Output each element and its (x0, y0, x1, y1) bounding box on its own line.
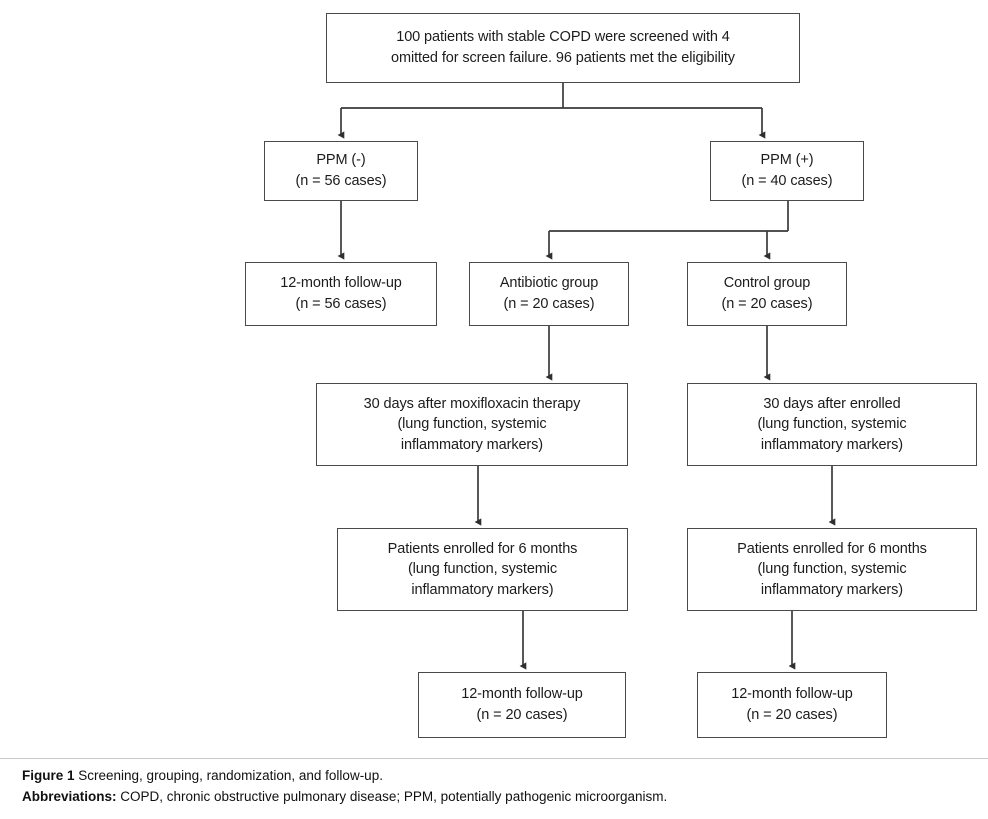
node-ppm-positive-label: PPM (+) (n = 40 cases) (741, 152, 833, 189)
node-antibiotic-30-days-label: 30 days after moxifloxacin therapy (lung… (363, 395, 581, 453)
node-control-12-months: 12-month follow-up (n = 20 cases) (697, 672, 887, 738)
figure-title-text: Screening, grouping, randomization, and … (78, 768, 383, 783)
node-screening-label: 100 patients with stable COPD were scree… (391, 29, 735, 66)
node-control-group-label: Control group (n = 20 cases) (721, 275, 813, 312)
figure-caption-title-line: Figure 1 Screening, grouping, randomizat… (22, 766, 962, 787)
figure-number-label: Figure 1 (22, 768, 79, 783)
node-ppm-negative: PPM (-) (n = 56 cases) (264, 141, 418, 201)
node-antibiotic-6-months-label: Patients enrolled for 6 months (lung fun… (387, 540, 578, 598)
node-antibiotic-group: Antibiotic group (n = 20 cases) (469, 262, 629, 326)
node-ppm-negative-followup: 12-month follow-up (n = 56 cases) (245, 262, 437, 326)
node-control-30-days-label: 30 days after enrolled (lung function, s… (757, 395, 907, 453)
node-antibiotic-12-months: 12-month follow-up (n = 20 cases) (418, 672, 626, 738)
node-control-6-months: Patients enrolled for 6 months (lung fun… (687, 528, 977, 611)
node-control-6-months-label: Patients enrolled for 6 months (lung fun… (737, 540, 927, 598)
figure-caption-abbrev-line: Abbreviations: COPD, chronic obstructive… (22, 787, 962, 808)
node-antibiotic-30-days: 30 days after moxifloxacin therapy (lung… (316, 383, 628, 466)
caption-divider (0, 758, 988, 759)
abbreviations-text: COPD, chronic obstructive pulmonary dise… (120, 788, 668, 804)
flowchart-connectors (337, 83, 836, 670)
node-control-12-months-label: 12-month follow-up (n = 20 cases) (731, 686, 853, 723)
flowchart-canvas: 100 patients with stable COPD were scree… (245, 13, 977, 738)
node-screening: 100 patients with stable COPD were scree… (326, 13, 800, 83)
node-ppm-negative-label: PPM (-) (n = 56 cases) (295, 152, 387, 189)
node-antibiotic-12-months-label: 12-month follow-up (n = 20 cases) (461, 686, 583, 723)
node-control-30-days: 30 days after enrolled (lung function, s… (687, 383, 977, 466)
node-ppm-negative-followup-label: 12-month follow-up (n = 56 cases) (280, 275, 402, 312)
node-antibiotic-group-label: Antibiotic group (n = 20 cases) (499, 275, 599, 312)
abbreviations-label: Abbreviations: (22, 788, 121, 804)
node-antibiotic-6-months: Patients enrolled for 6 months (lung fun… (337, 528, 628, 611)
figure-caption: Figure 1 Screening, grouping, randomizat… (22, 766, 962, 808)
node-control-group: Control group (n = 20 cases) (687, 262, 847, 326)
node-ppm-positive: PPM (+) (n = 40 cases) (710, 141, 864, 201)
